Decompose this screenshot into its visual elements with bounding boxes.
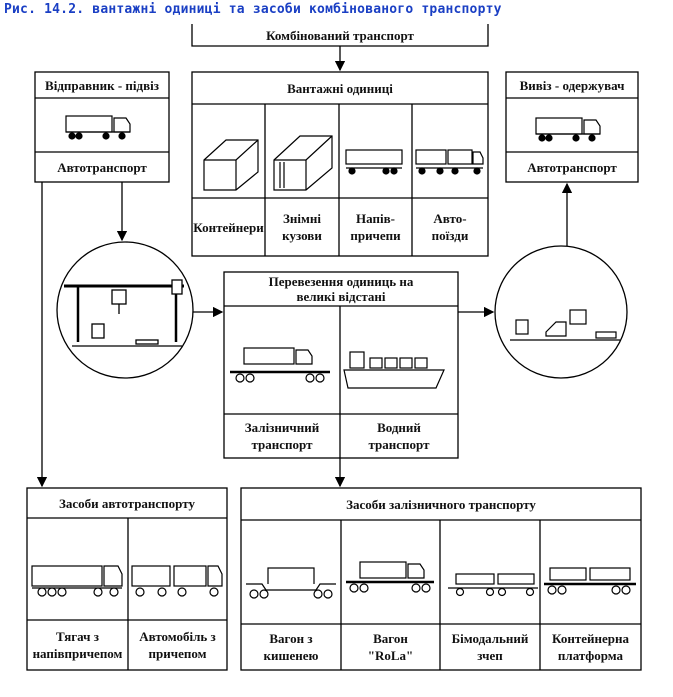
top-title: Комбінований транспорт <box>266 27 414 43</box>
terminal-handling-icon <box>510 309 620 341</box>
unit-label: Напів- причепи <box>350 211 401 243</box>
road-train-icon <box>415 149 484 175</box>
tractor-semitrailer-icon <box>31 565 123 597</box>
unit-label: Знімні кузови <box>282 211 322 243</box>
unit-label: Контейнери <box>193 219 264 235</box>
sender-mode: Автотранспорт <box>57 159 147 175</box>
figure-caption: Рис. 14.2. вантажні одиниці та засоби ко… <box>4 2 502 17</box>
road-means-label: Автомобіль з причепом <box>139 629 216 661</box>
sender-title: Відправник - підвіз <box>45 77 159 93</box>
longhaul-label: Залізничний транспорт <box>244 420 320 452</box>
container-icon <box>203 139 259 191</box>
truck-icon <box>65 115 131 140</box>
longhaul-label: Водний транспорт <box>368 420 430 452</box>
rail-means-title: Засоби залізничного транспорту <box>346 496 536 512</box>
bimodal-train-icon <box>448 573 538 597</box>
units-box <box>191 71 489 257</box>
sender-box <box>34 71 170 183</box>
longhaul-title: Перевезення одиниць на великі відстані <box>268 274 414 304</box>
rail-means-label: Бімодальний зчеп <box>451 631 529 663</box>
rail-means-box <box>240 487 642 671</box>
rail-means-label: Контейнерна платформа <box>552 631 629 663</box>
rail-means-label: Вагон з кишенею <box>263 631 319 663</box>
receiver-box <box>505 71 639 183</box>
units-title: Вантажні одиниці <box>287 80 393 96</box>
container-platform-icon <box>544 567 636 595</box>
unit-label: Авто- поїзди <box>431 211 469 243</box>
truck-trailer-icon <box>131 565 223 597</box>
road-means-label: Тягач з напівпричепом <box>32 629 123 661</box>
swap-body-icon <box>273 135 333 191</box>
rola-wagon-icon <box>346 561 434 593</box>
road-means-title: Засоби автотранспорту <box>59 495 195 511</box>
pocket-wagon-icon <box>246 567 336 599</box>
ship-icon <box>343 351 445 389</box>
receiver-mode: Автотранспорт <box>527 159 617 175</box>
receiver-title: Вивіз - одержувач <box>519 77 625 93</box>
road-means-box <box>26 487 228 671</box>
longhaul-box <box>223 271 459 459</box>
truck-icon <box>535 117 601 142</box>
terminal-circle-right <box>494 245 628 379</box>
gantry-crane-icon <box>64 279 184 347</box>
rail-means-label: Вагон "RoLa" <box>367 631 414 663</box>
rail-wagon-icon <box>230 347 330 383</box>
semitrailer-icon <box>345 149 403 175</box>
terminal-circle-left <box>56 241 194 379</box>
